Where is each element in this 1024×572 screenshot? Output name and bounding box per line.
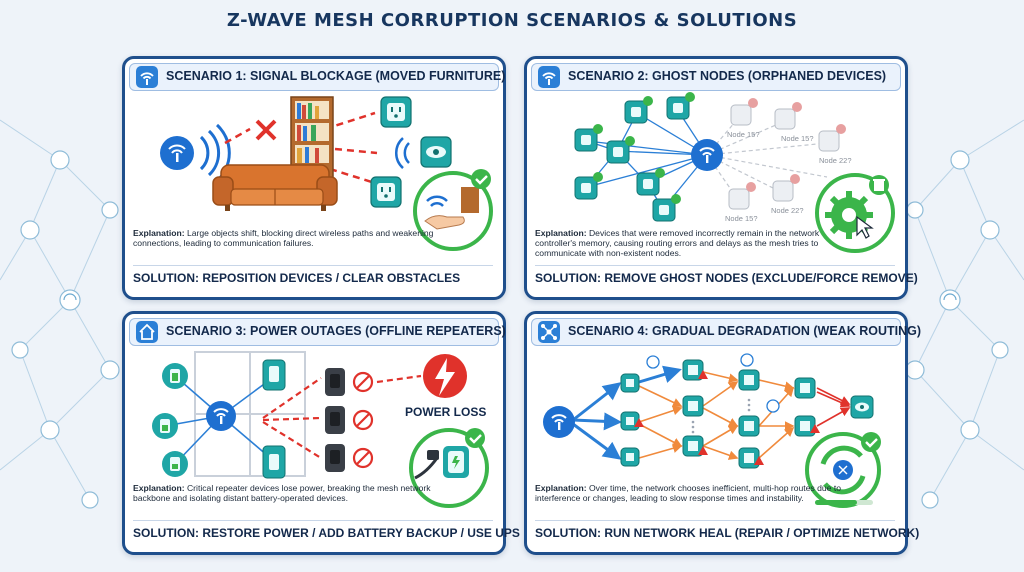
power-loss-label: POWER LOSS — [405, 405, 486, 419]
outlet-device-icon — [370, 176, 402, 208]
remove-gear-icon — [815, 173, 895, 253]
outlet-device-icon — [380, 96, 412, 128]
scenario-title: SCENARIO 3: POWER OUTAGES (OFFLINE REPEA… — [166, 324, 506, 338]
wifi-icon — [538, 66, 560, 88]
eye-sensor-icon — [850, 395, 874, 419]
scenario-header: SCENARIO 2: GHOST NODES (ORPHANED DEVICE… — [531, 63, 901, 91]
scenario-header: SCENARIO 1: SIGNAL BLOCKAGE (MOVED FURNI… — [129, 63, 505, 91]
scenario-title: SCENARIO 1: SIGNAL BLOCKAGE (MOVED FURNI… — [166, 69, 506, 83]
divider — [133, 265, 493, 266]
scenario-4-panel: SCENARIO 4: GRADUAL DEGRADATION (WEAK RO… — [524, 311, 921, 555]
sofa-icon — [212, 164, 338, 211]
warning-icon — [634, 370, 820, 465]
divider — [133, 520, 493, 521]
scenario-2-panel: SCENARIO 2: GHOST NODES (ORPHANED DEVICE… — [524, 56, 918, 300]
network-icon — [538, 321, 560, 343]
blocked-x-icon — [255, 119, 277, 141]
ghost-node-icon — [728, 104, 840, 210]
restore-power-icon — [409, 428, 489, 508]
scenario-explanation: Explanation: Over time, the network choo… — [535, 483, 842, 504]
scenario-solution: SOLUTION: RESTORE POWER / ADD BATTERY BA… — [133, 526, 520, 540]
ghost-nodes-illustration: Node 15? Node 15? Node 22? Node 15? Node… — [574, 92, 895, 253]
network-heal-icon — [805, 432, 881, 508]
scenario-1-panel: SCENARIO 1: SIGNAL BLOCKAGE (MOVED FURNI… — [122, 56, 506, 300]
house-icon — [136, 321, 158, 343]
ghost-label: Node 15? — [727, 130, 760, 139]
scenario-solution: SOLUTION: REMOVE GHOST NODES (EXCLUDE/FO… — [535, 271, 918, 285]
ghost-label: Node 15? — [725, 214, 758, 223]
eye-sensor-icon — [420, 136, 452, 168]
scenario-explanation: Explanation: Critical repeater devices l… — [133, 483, 431, 504]
divider — [535, 265, 895, 266]
scenario-title: SCENARIO 2: GHOST NODES (ORPHANED DEVICE… — [568, 69, 887, 83]
scenario-header: SCENARIO 3: POWER OUTAGES (OFFLINE REPEA… — [129, 318, 506, 346]
scenario-title: SCENARIO 4: GRADUAL DEGRADATION (WEAK RO… — [568, 324, 922, 338]
wifi-icon — [136, 66, 158, 88]
scenario-3-panel: SCENARIO 3: POWER OUTAGES (OFFLINE REPEA… — [122, 311, 520, 555]
page-title: Z-WAVE MESH CORRUPTION SCENARIOS & SOLUT… — [226, 10, 798, 31]
device-node-icon — [574, 96, 690, 222]
no-power-icon — [352, 371, 374, 469]
scenario-solution: SOLUTION: RUN NETWORK HEAL (REPAIR / OPT… — [535, 526, 920, 540]
power-loss-icon — [423, 354, 467, 398]
ghost-label: Node 22? — [819, 156, 852, 165]
divider — [535, 520, 895, 521]
scenario-header: SCENARIO 4: GRADUAL DEGRADATION (WEAK RO… — [531, 318, 921, 346]
ghost-label: Node 22? — [771, 206, 804, 215]
scenario-explanation: Explanation: Large objects shift, blocki… — [133, 228, 434, 249]
weak-routing-illustration — [543, 353, 881, 508]
signal-blockage-illustration — [160, 96, 493, 251]
fix-circle-icon — [413, 169, 493, 251]
power-outage-illustration: POWER LOSS — [152, 351, 489, 508]
clock-icon — [646, 353, 780, 413]
scenario-solution: SOLUTION: REPOSITION DEVICES / CLEAR OBS… — [133, 271, 461, 285]
ghost-label: Node 15? — [781, 134, 814, 143]
battery-device-icon — [152, 363, 188, 477]
scenario-explanation: Explanation: Devices that were removed i… — [535, 228, 820, 259]
